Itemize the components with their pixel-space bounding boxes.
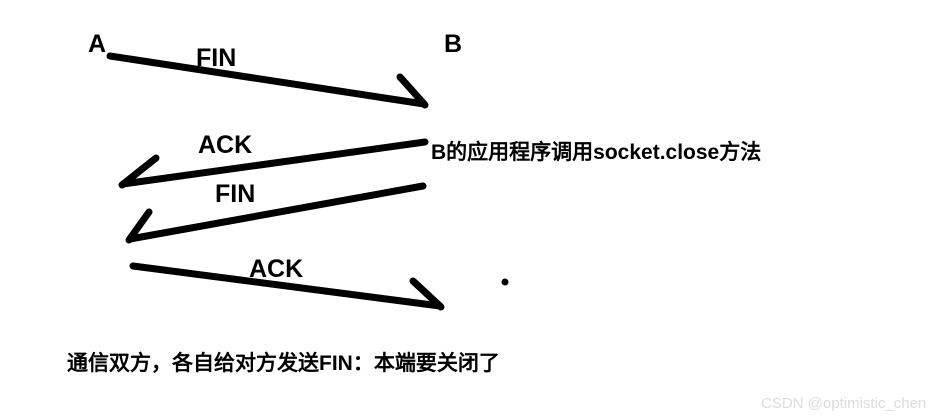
endpoint-label-a: A — [88, 30, 107, 58]
diagram-caption: 通信双方，各自给对方发送FIN：本端要关闭了 — [67, 352, 500, 375]
endpoint-label-b: B — [444, 30, 463, 58]
arrow-fin-a-to-b — [106, 52, 429, 109]
message-label-ack-2: ACK — [249, 255, 304, 283]
arrow-fin-b-to-a — [125, 182, 427, 244]
annotation-socket-close-note: B的应用程序调用socket.close方法 — [431, 141, 762, 164]
message-label-fin-1: FIN — [196, 44, 237, 72]
arrow-ack-a-to-b — [129, 262, 445, 311]
csdn-watermark: CSDN @optimistic_chen — [761, 395, 927, 412]
arrow-ack-b-to-a — [118, 138, 429, 189]
message-label-ack-1: ACK — [198, 131, 253, 159]
stray-dot-mark — [501, 278, 509, 286]
message-label-fin-2: FIN — [215, 180, 256, 208]
